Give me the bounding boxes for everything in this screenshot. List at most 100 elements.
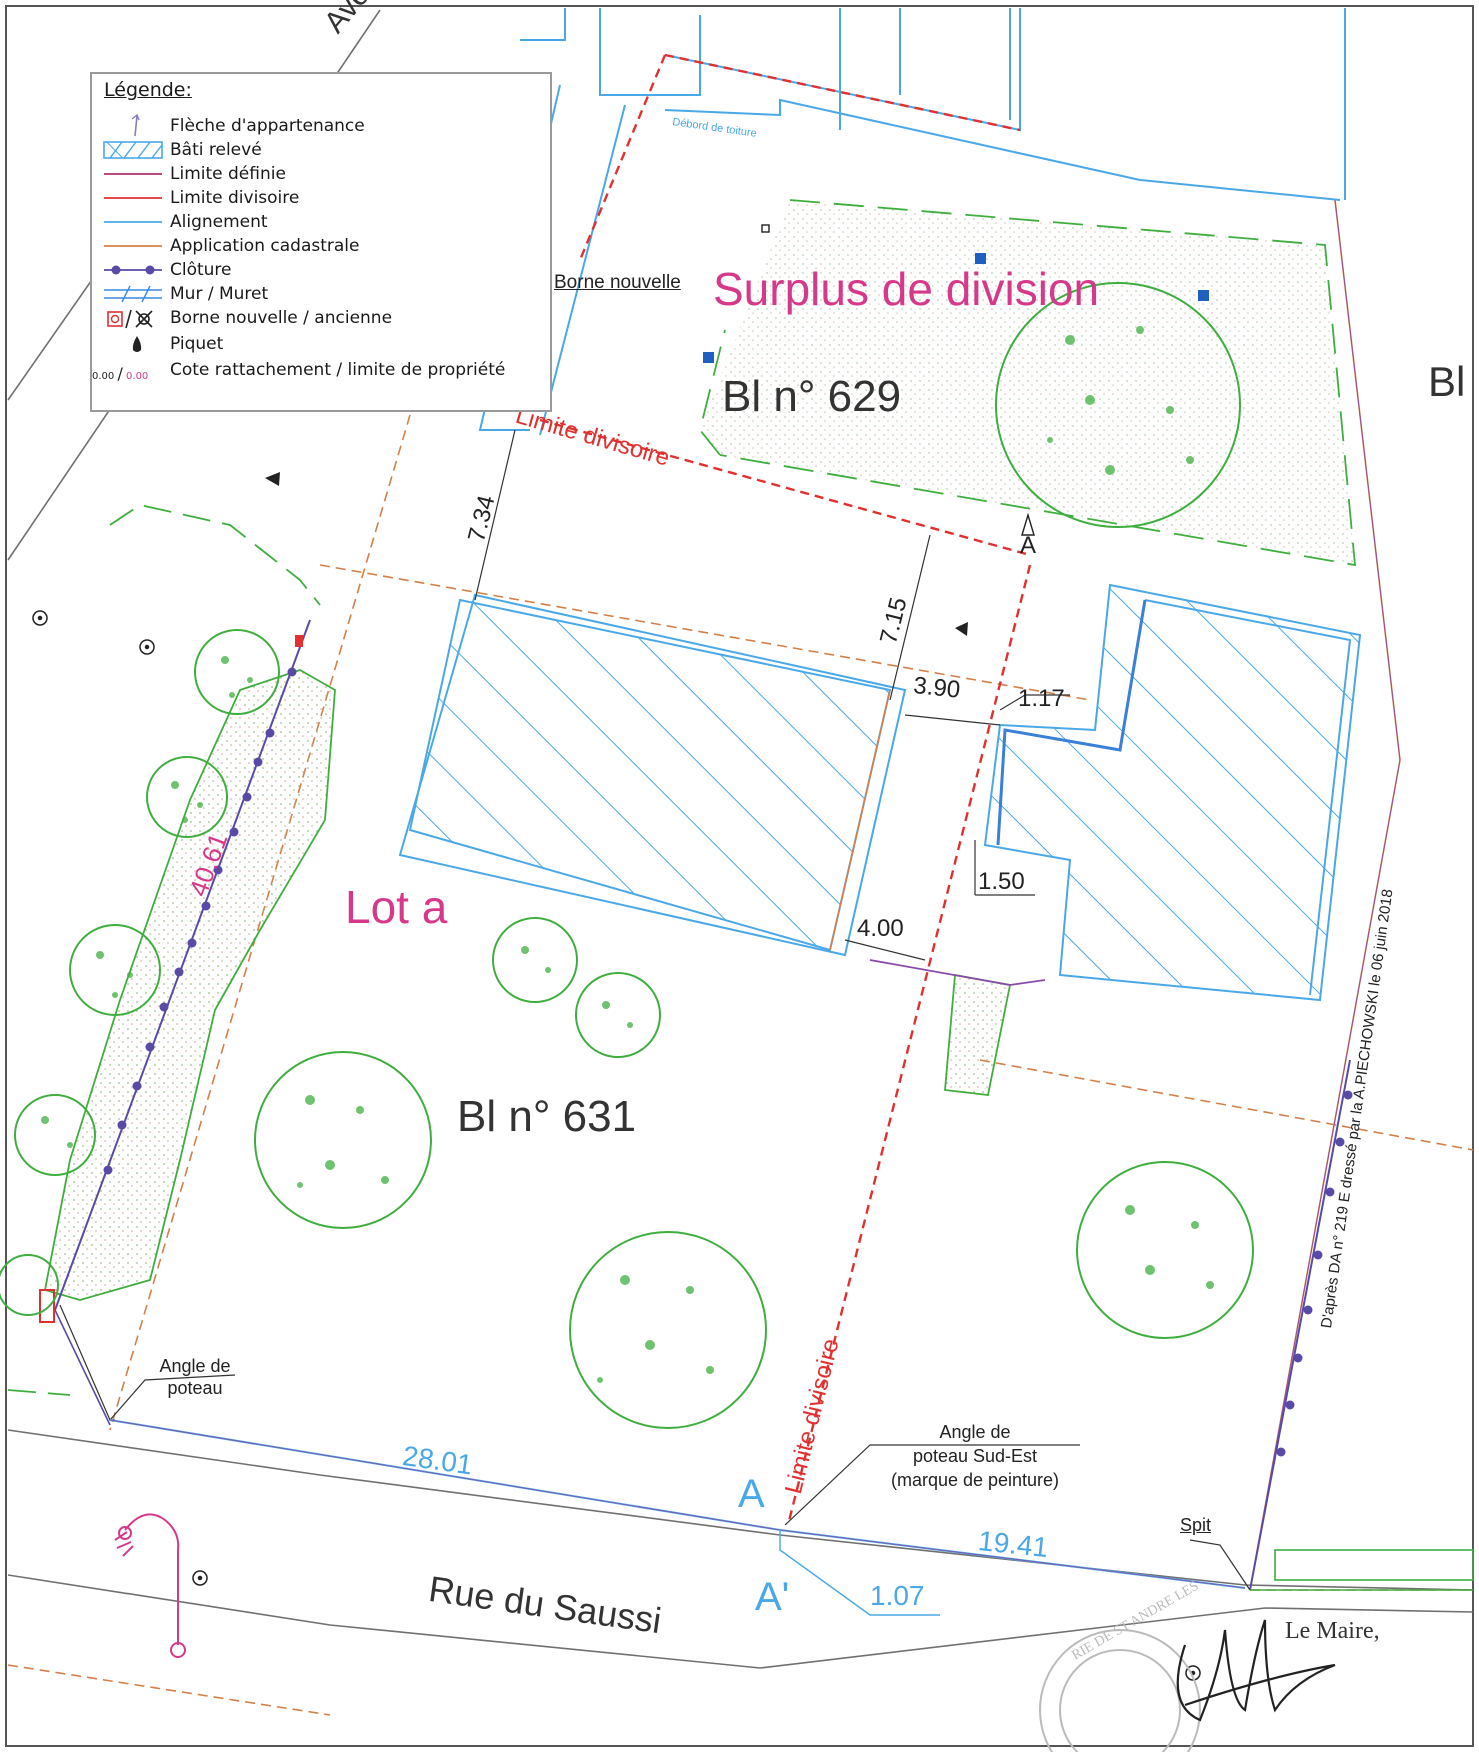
right-boundary-overlay xyxy=(1249,199,1401,1591)
legend-row-limite-definie: Limite définie xyxy=(92,162,550,186)
line-icon xyxy=(104,221,162,223)
legend-row-cote: 0.00 / 0.00 Cote rattachement / limite d… xyxy=(92,358,550,383)
legend-row-cloture: Clôture xyxy=(92,258,550,282)
dimension-400: 4.00 xyxy=(857,915,904,942)
legend-label-hatch: Bâti relevé xyxy=(170,140,262,160)
legend-row-mur: Mur / Muret xyxy=(92,282,550,306)
east-building xyxy=(983,583,1362,1002)
tree xyxy=(995,282,1241,528)
cadastral-lines xyxy=(7,414,1474,1716)
legend-row-piquet: Piquet xyxy=(92,332,550,356)
legend-row-limite-divisoire: Limite divisoire xyxy=(92,186,550,210)
legend-label-cadastral: Application cadastrale xyxy=(170,236,360,256)
stake-icon xyxy=(132,336,142,352)
municipal-seal: RIE DE ST ANDRE LES xyxy=(1039,1579,1202,1752)
point-a-label: A xyxy=(738,1472,765,1516)
point-a-top-label: A xyxy=(1020,532,1037,559)
map-frame xyxy=(5,5,1474,1747)
tree xyxy=(69,924,161,1016)
mayor-signature xyxy=(1176,1619,1336,1722)
legend-row-borne: Borne nouvelle / ancienne xyxy=(92,306,550,330)
legend-label-cote: Cote rattachement / limite de propriété xyxy=(170,360,506,380)
tree-foliage xyxy=(41,326,1214,1383)
dimension-117: 1.17 xyxy=(1018,685,1065,712)
parcel-631-label: Bl n° 631 xyxy=(457,1092,637,1141)
angle-poteau-se-line2: poteau Sud-Est xyxy=(912,1446,1038,1466)
small-planting xyxy=(944,973,1012,1096)
svg-text:RIE DE ST ANDRE LES: RIE DE ST ANDRE LES xyxy=(1070,1579,1202,1664)
spit-label: Spit xyxy=(1180,1515,1212,1535)
limite-divisoire-lines xyxy=(539,53,1032,1526)
left-fence xyxy=(39,619,311,1426)
maire-label: Le Maire, xyxy=(1285,1618,1380,1644)
borne-nouvelle-label: Borne nouvelle xyxy=(554,272,681,293)
dimension-lines xyxy=(59,429,1251,1591)
surplus-dots xyxy=(700,200,1355,565)
tree xyxy=(492,917,578,1003)
legend-label-borne: Borne nouvelle / ancienne xyxy=(170,308,393,328)
point-a-prime-label: A' xyxy=(755,1575,790,1619)
left-green-boundary-2 xyxy=(7,1389,71,1396)
dimension-390: 3.90 xyxy=(912,672,962,704)
line-icon xyxy=(104,197,162,199)
right-fence xyxy=(1249,1059,1353,1591)
angle-poteau-text: Angle de poteau xyxy=(159,1356,231,1398)
legend-label-piquet: Piquet xyxy=(170,334,224,354)
dimension-150: 1.50 xyxy=(978,868,1025,895)
legend-label-limite-definie: Limite définie xyxy=(170,164,286,184)
point-a-top-marker xyxy=(1021,512,1035,536)
triangle-marker xyxy=(265,472,280,486)
angle-poteau-se-label: Angle de poteau Sud-Est (marque de peint… xyxy=(865,1420,1085,1492)
left-green-boundary xyxy=(109,504,321,606)
legend-row-cadastral: Application cadastrale xyxy=(92,234,550,258)
street-lamp-icon xyxy=(114,1513,186,1658)
legend: Légende: Flèche d'appartenance Bâti rele… xyxy=(90,72,552,412)
legend-row-alignement: Alignement xyxy=(92,210,550,234)
legend-label-alignement: Alignement xyxy=(170,212,268,232)
tree xyxy=(254,1051,432,1229)
lot-a-label: Lot a xyxy=(345,881,448,933)
angle-poteau-se-line1: Angle de xyxy=(939,1422,1011,1442)
triangle-marker xyxy=(955,622,968,636)
debord-label: Débord de toiture xyxy=(672,116,758,140)
link-line xyxy=(869,959,1046,986)
legend-label-arrow: Flèche d'appartenance xyxy=(170,116,365,136)
cote-separator: / xyxy=(117,364,123,383)
trees xyxy=(0,282,1254,1429)
line-icon xyxy=(104,245,162,247)
dimension-icon: 0.00 / 0.00 xyxy=(92,364,154,388)
legend-row-hatch: Bâti relevé xyxy=(92,138,550,162)
parcel-629-label: Bl n° 629 xyxy=(722,372,902,421)
border-right-label: Bl xyxy=(1428,358,1466,405)
line-icon xyxy=(104,173,162,175)
surplus-boundary xyxy=(699,199,1357,567)
hatch-icon xyxy=(103,141,163,159)
hedge-strip xyxy=(43,669,336,1301)
tree xyxy=(575,972,661,1058)
legend-row-arrow: Flèche d'appartenance xyxy=(92,114,550,138)
main-building xyxy=(398,593,907,957)
angle-poteau-se-line3: (marque de peinture) xyxy=(890,1470,1060,1490)
surplus-markers xyxy=(703,224,1209,363)
tree xyxy=(146,756,228,838)
cote-limite-sample: 0.00 xyxy=(126,371,149,382)
legend-label-mur: Mur / Muret xyxy=(170,284,269,304)
fence-icon xyxy=(104,265,162,275)
tree xyxy=(569,1231,767,1429)
cote-rattachement-sample: 0.00 xyxy=(92,371,115,382)
surplus-label: Surplus de division xyxy=(713,263,1100,315)
wall-icon xyxy=(104,285,162,303)
dimension-107: 1.07 xyxy=(870,1580,925,1611)
legend-title: Légende: xyxy=(104,79,192,101)
tree xyxy=(0,1254,59,1316)
legend-label-limite-divisoire: Limite divisoire xyxy=(170,188,300,208)
tree xyxy=(194,629,280,715)
legend-label-cloture: Clôture xyxy=(170,260,232,280)
arrow-icon xyxy=(131,114,140,137)
alignment-line xyxy=(109,1419,1474,1616)
tree xyxy=(1076,1161,1254,1339)
tree xyxy=(14,1094,96,1176)
boundary-marker-icon xyxy=(107,309,153,329)
angle-poteau-label: Angle de poteau xyxy=(145,1355,245,1399)
